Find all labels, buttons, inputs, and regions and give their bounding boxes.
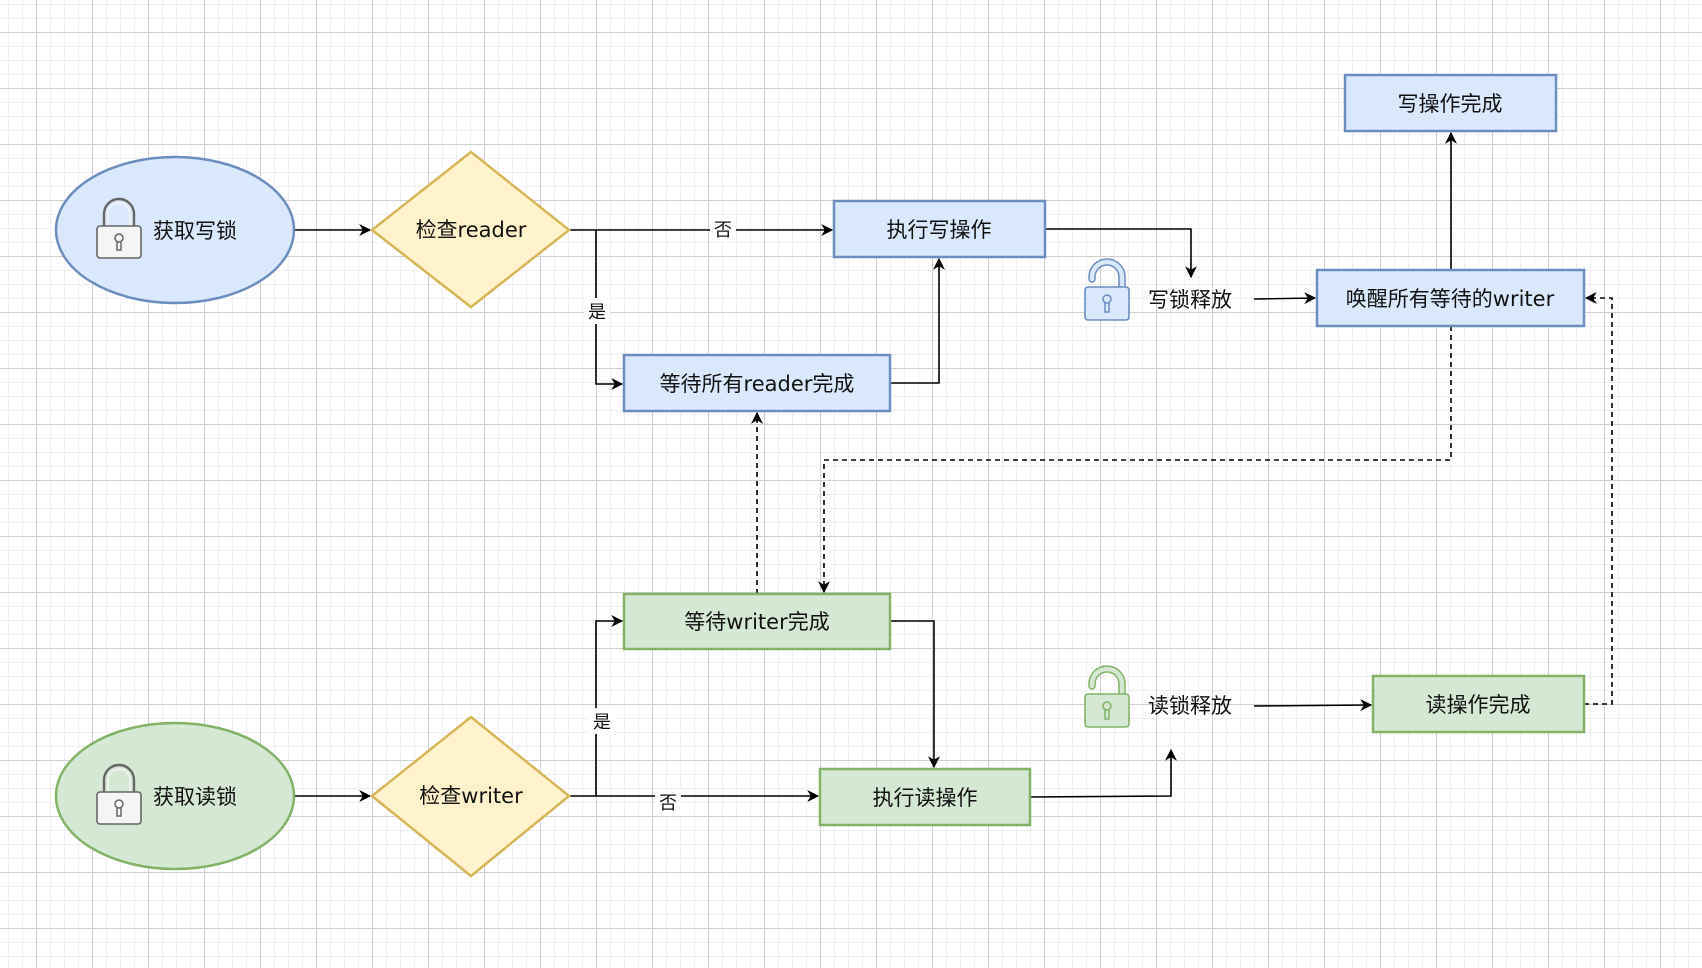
node-read-done[interactable]: 读操作完成 [1371,674,1586,734]
node-label: 读操作完成 [1426,693,1531,717]
edge-labels: 否 是 是 否 [584,216,736,815]
node-write-done[interactable]: 写操作完成 [1343,73,1558,133]
node-label: 写操作完成 [1398,92,1503,116]
node-exec-write[interactable]: 执行写操作 [832,199,1047,259]
edge-label-writer-yes: 是 [593,712,611,733]
edge-check-writer-yes[interactable] [595,615,624,796]
lock-open-icon [1084,258,1130,321]
edge-write-release-to-wake[interactable] [1253,292,1317,305]
node-label: 执行读操作 [873,786,978,810]
node-check-writer[interactable]: 检查writer [370,715,571,878]
edge-wake-to-wait-writer-dashed[interactable] [818,326,1452,594]
edge-label-reader-yes: 是 [588,302,606,323]
node-acquire-write[interactable]: 获取写锁 [54,155,296,305]
node-label: 唤醒所有等待的writer [1346,287,1555,311]
edge-wait-readers-to-exec-write[interactable] [890,257,945,384]
node-label: 检查reader [416,218,527,242]
edge-exec-write-to-release[interactable] [1046,228,1197,279]
node-label: 执行写操作 [887,218,992,242]
node-label: 等待所有reader完成 [660,372,855,396]
node-exec-read[interactable]: 执行读操作 [818,767,1032,827]
edge-read-done-to-wake-dashed[interactable] [1584,292,1613,705]
edge-exec-read-to-release[interactable] [1029,748,1177,798]
node-write-release[interactable]: 写锁释放 [1084,258,1232,321]
node-label: 获取写锁 [153,219,237,243]
node-label: 等待writer完成 [684,610,829,634]
node-check-reader[interactable]: 检查reader [369,150,572,309]
node-read-release[interactable]: 读锁释放 [1084,665,1232,728]
lock-closed-icon [96,197,142,259]
edge-check-reader-yes[interactable] [595,230,624,390]
node-wait-writer[interactable]: 等待writer完成 [622,592,892,651]
edge-wait-writer-to-exec-read[interactable] [890,620,940,769]
edge-read-release-to-read-done[interactable] [1253,699,1373,712]
lock-closed-icon [96,763,142,825]
node-label: 检查writer [419,784,523,808]
node-label: 获取读锁 [153,785,237,809]
node-acquire-read[interactable]: 获取读锁 [54,721,296,871]
edges [295,131,1613,802]
edge-label-writer-no: 否 [659,793,677,814]
lock-open-icon [1084,665,1130,728]
node-wake-writers[interactable]: 唤醒所有等待的writer [1315,268,1586,328]
edge-label-reader-no: 否 [714,220,732,241]
node-wait-readers[interactable]: 等待所有reader完成 [622,353,892,413]
node-label: 写锁释放 [1148,288,1232,312]
node-label: 读锁释放 [1148,694,1232,718]
